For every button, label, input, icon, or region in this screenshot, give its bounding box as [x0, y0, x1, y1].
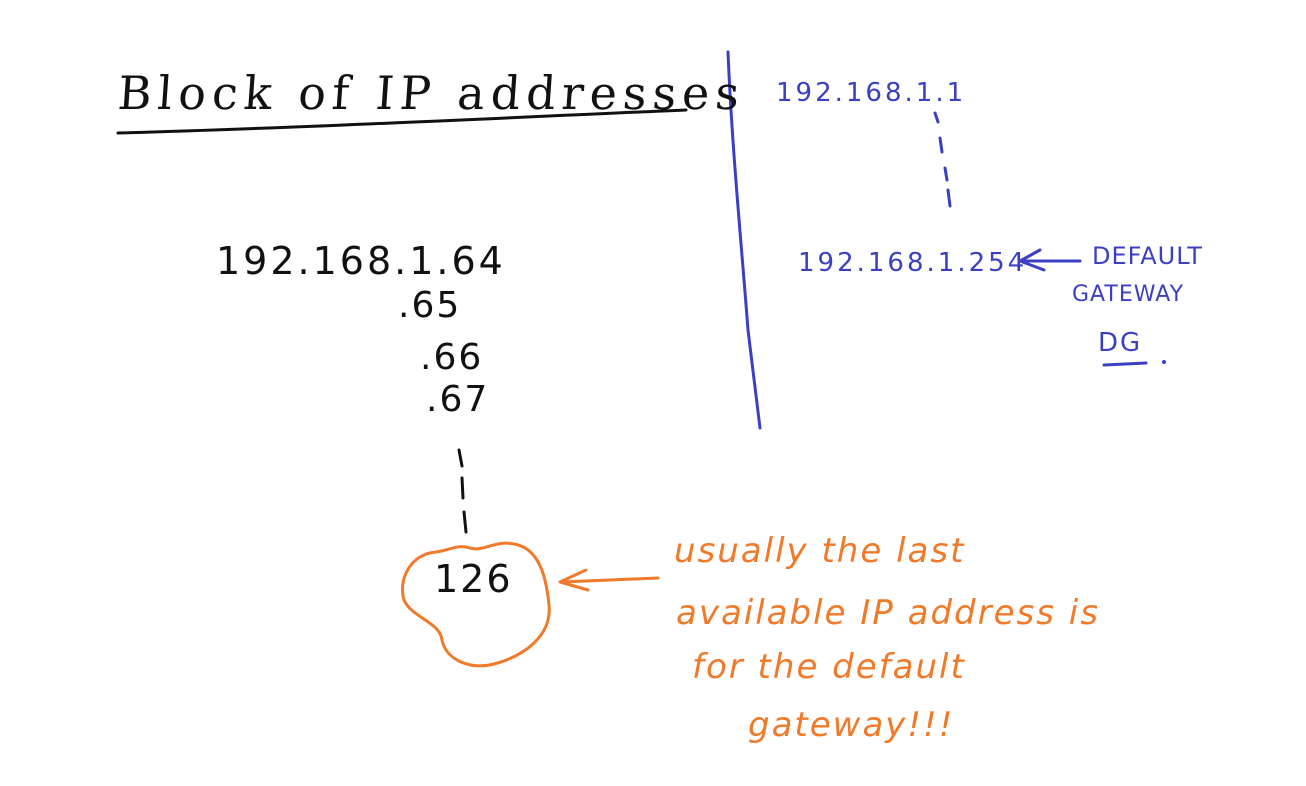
left-address-65: .65 — [398, 285, 462, 326]
default-gateway-abbr: DG — [1098, 328, 1143, 358]
left-first-address: 192.168.1.64 — [216, 239, 506, 283]
dg-dot — [1162, 360, 1166, 364]
dg-underline — [1102, 361, 1148, 367]
annotation-line4: gateway!!! — [748, 705, 955, 745]
default-gateway-label-line2: GATEWAY — [1072, 282, 1185, 307]
annotation-arrow-shaft — [560, 576, 660, 584]
annotation-arrow-head — [558, 568, 590, 592]
highlight-blob — [401, 541, 551, 668]
left-address-67: .67 — [426, 379, 490, 420]
left-dash-1 — [457, 448, 464, 468]
left-last-address: 126 — [434, 557, 513, 601]
right-dash-1 — [933, 111, 940, 124]
annotation-line1: usually the last — [674, 531, 966, 571]
right-last-address: 192.168.1.254 — [798, 248, 1028, 278]
annotation-line2: available IP address is — [676, 593, 1100, 633]
title-underline — [116, 108, 688, 135]
annotation-line3: for the default — [692, 647, 966, 687]
gateway-arrow-head — [1018, 248, 1046, 272]
left-dash-3 — [462, 510, 468, 534]
section-divider — [726, 50, 762, 430]
right-dash-3 — [943, 166, 949, 182]
left-dash-2 — [460, 476, 465, 500]
left-address-66: .66 — [420, 337, 484, 378]
right-dash-4 — [946, 188, 952, 208]
right-first-address: 192.168.1.1 — [776, 78, 967, 108]
right-dash-2 — [938, 136, 944, 154]
page-title: Block of IP addresses — [116, 66, 748, 120]
default-gateway-label-line1: DEFAULT — [1092, 242, 1203, 270]
